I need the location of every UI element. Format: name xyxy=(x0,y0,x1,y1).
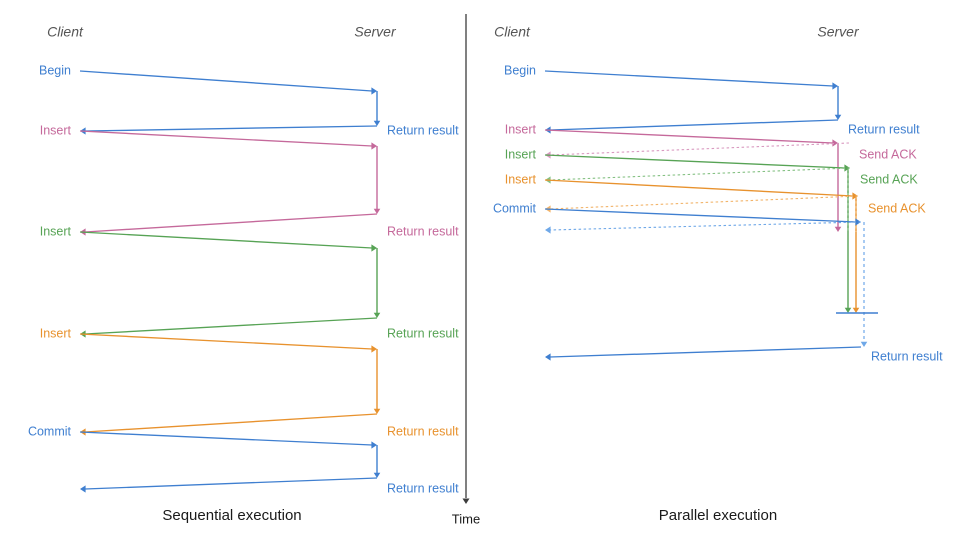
commit-request-line xyxy=(79,431,373,446)
insert2-return-line xyxy=(84,317,378,335)
insert1-request-label: Insert xyxy=(505,122,537,136)
commit-return-line xyxy=(549,346,862,358)
begin-activation-arrow-icon xyxy=(373,120,381,126)
insert3-request-label: Insert xyxy=(505,172,537,186)
insert1-request-label: Insert xyxy=(40,123,72,137)
time-axis-arrow-icon xyxy=(462,498,470,504)
panel-caption-parallel: Parallel execution xyxy=(659,507,777,524)
lane-title-server: Server xyxy=(354,24,397,40)
begin-activation-arrow-icon xyxy=(834,114,842,120)
lane-title-client: Client xyxy=(494,24,531,40)
insert2-ack-label: Send ACK xyxy=(860,172,918,186)
commit-request-arrow-icon xyxy=(855,218,861,226)
insert1-return-line xyxy=(84,213,378,233)
begin-request-arrow-icon xyxy=(371,87,377,95)
insert1-return-label: Return result xyxy=(387,224,459,238)
begin-request-label: Begin xyxy=(39,63,71,77)
insert2-request-label: Insert xyxy=(505,147,537,161)
time-axis-label: Time xyxy=(452,511,480,526)
commit-return-arrow-icon xyxy=(80,485,86,493)
insert3-request-label: Insert xyxy=(40,326,72,340)
insert2-request-label: Insert xyxy=(40,224,72,238)
commit-request-line xyxy=(544,208,857,223)
lane-title-server: Server xyxy=(817,24,860,40)
insert1-activation-arrow-icon xyxy=(834,226,842,232)
insert1-activation-arrow-icon xyxy=(373,208,381,214)
insert3-return-line xyxy=(84,413,378,433)
commit-return-label: Return result xyxy=(387,481,459,495)
commit-request-label: Commit xyxy=(28,424,72,438)
begin-return-label: Return result xyxy=(848,122,920,136)
begin-return-label: Return result xyxy=(387,123,459,137)
insert3-request-line xyxy=(544,179,854,197)
insert3-request-arrow-icon xyxy=(852,192,858,200)
begin-return-line xyxy=(84,125,378,132)
commit-return-arrow-icon xyxy=(545,353,551,361)
begin-request-arrow-icon xyxy=(832,82,838,90)
insert1-request-line xyxy=(544,129,834,144)
insert1-ack-label: Send ACK xyxy=(859,147,917,161)
insert2-request-arrow-icon xyxy=(844,164,850,172)
commit-return-line xyxy=(84,477,378,490)
insert2-request-arrow-icon xyxy=(371,244,377,252)
insert2-request-line xyxy=(79,231,373,249)
insert3-return-label: Return result xyxy=(387,424,459,438)
insert2-activation-arrow-icon xyxy=(373,312,381,318)
begin-return-line xyxy=(549,119,839,131)
insert3-request-line xyxy=(79,333,373,350)
begin-request-line xyxy=(544,70,834,87)
insert1-request-line xyxy=(79,130,373,147)
insert1-request-arrow-icon xyxy=(371,142,377,150)
commit-request-label: Commit xyxy=(493,201,537,215)
insert3-ack-line xyxy=(549,195,859,210)
insert2-return-label: Return result xyxy=(387,326,459,340)
commit-activation-arrow-icon xyxy=(373,472,381,478)
insert3-activation-arrow-icon xyxy=(373,408,381,414)
begin-request-label: Begin xyxy=(504,63,536,77)
lane-title-client: Client xyxy=(47,24,84,40)
insert1-ack-line xyxy=(549,142,850,156)
commit-ack-arrow-icon xyxy=(545,226,551,234)
commit-ack-line xyxy=(549,221,862,231)
commit-activation-arrow-icon xyxy=(860,341,868,347)
insert2-ack-line xyxy=(549,167,851,181)
insert3-request-arrow-icon xyxy=(371,345,377,353)
commit-request-arrow-icon xyxy=(371,441,377,449)
insert3-ack-label: Send ACK xyxy=(868,201,926,215)
panel-caption-sequential: Sequential execution xyxy=(162,507,301,524)
insert2-activation-arrow-icon xyxy=(844,307,852,313)
begin-request-line xyxy=(79,70,373,92)
insert3-activation-arrow-icon xyxy=(852,307,860,313)
insert1-request-arrow-icon xyxy=(832,139,838,147)
insert2-request-line xyxy=(544,154,846,169)
commit-return-label: Return result xyxy=(871,349,943,363)
